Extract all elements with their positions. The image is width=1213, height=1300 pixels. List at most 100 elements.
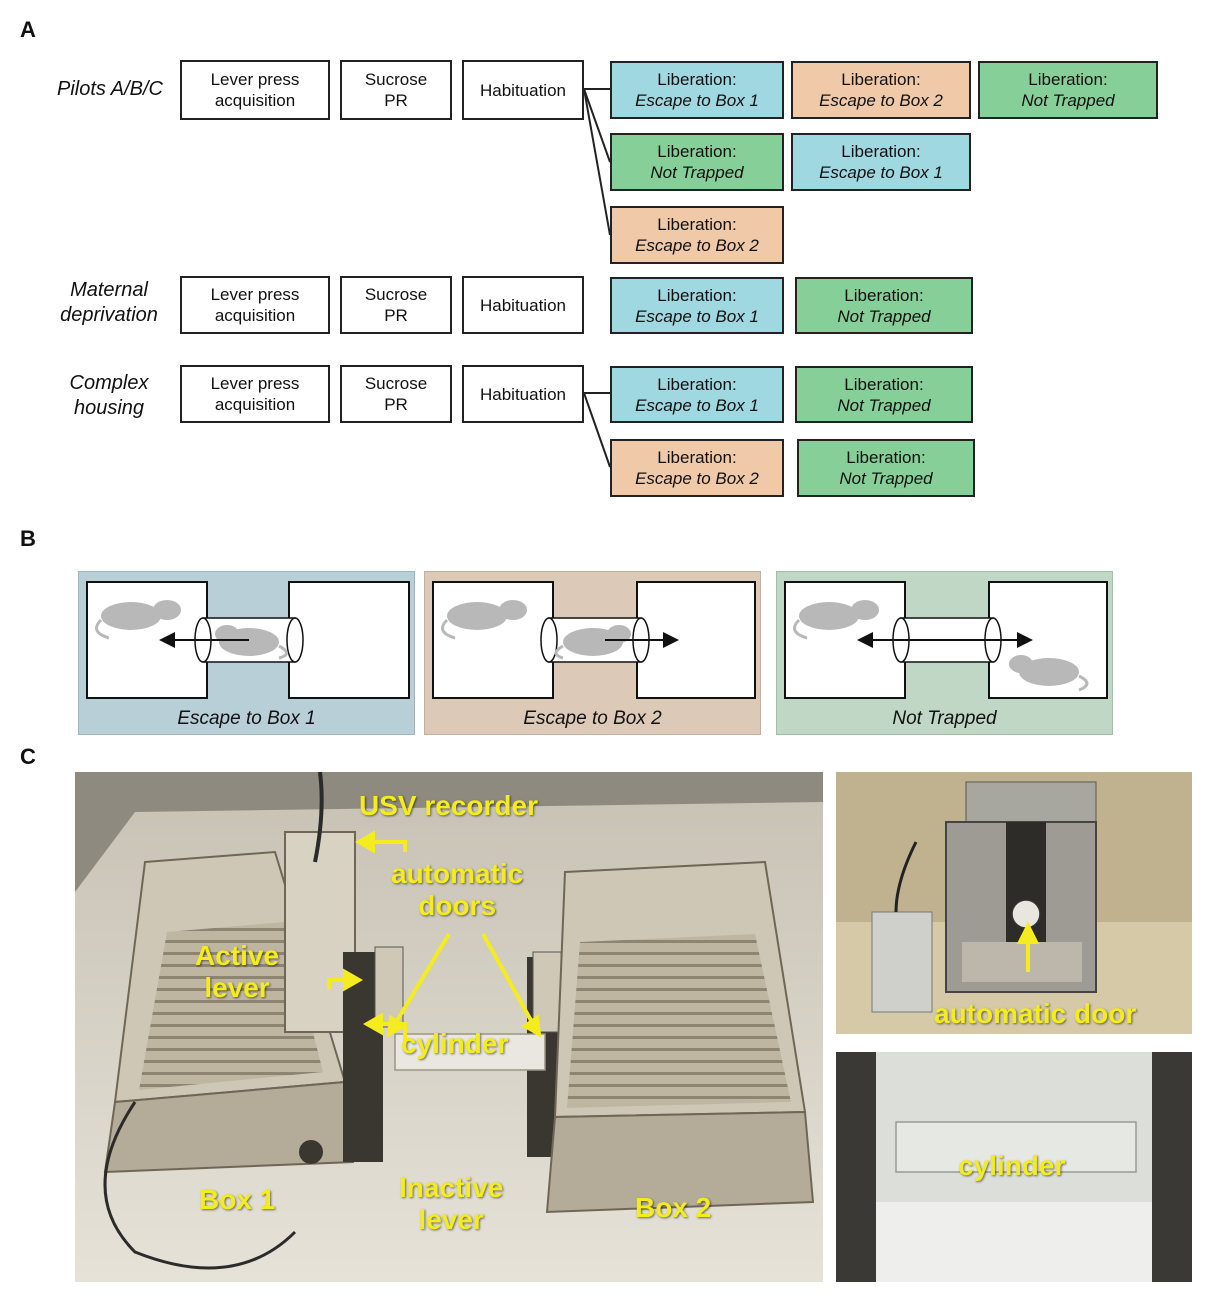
step-text: Sucrose [364,374,428,393]
liberation-title: Liberation: [657,374,737,394]
label-usv-recorder: USV recorder [359,790,538,821]
row-label-maternal: Maternal deprivation [44,278,174,328]
cylinder-photo: cylinder [836,1052,1192,1282]
liberation-condition: Not Trapped [650,163,744,182]
liberation-box1: Liberation: Escape to Box 1 [610,366,784,423]
label-line: doors [418,890,497,921]
arrow-left-icon [159,632,249,648]
row-label-line: housing [73,397,145,419]
label-line: lever [418,1204,484,1235]
liberation-box2: Liberation: Escape to Box 2 [791,61,971,119]
liberation-title: Liberation: [844,285,924,305]
step-text: Sucrose [364,70,428,89]
liberation-title: Liberation: [844,374,924,394]
panel-label-a: A [20,17,36,42]
label-line: automatic [391,858,524,889]
schematic-caption: Not Trapped [892,708,997,729]
step-text: Habituation [479,80,566,100]
liberation-condition: Escape to Box 1 [819,163,943,182]
liberation-box1: Liberation: Escape to Box 1 [791,133,971,191]
schematic-not-trapped: Not Trapped [776,571,1113,735]
apparatus-photo-drawing [75,772,823,1282]
liberation-condition: Escape to Box 1 [635,306,759,326]
liberation-condition: Escape to Box 1 [635,395,759,415]
step-sucrose: Sucrose PR [340,276,452,334]
liberation-condition: Escape to Box 1 [635,91,759,110]
step-text: PR [384,395,408,414]
label-cylinder: cylinder [401,1028,509,1059]
step-text: Lever press [210,374,300,393]
liberation-box1: Liberation: Escape to Box 1 [610,61,784,119]
label-automatic-doors: automatic doors [391,858,523,922]
liberation-condition: Not Trapped [837,306,931,326]
label-cylinder-detail: cylinder [958,1150,1066,1181]
row-label-pilots: Pilots A/B/C [40,77,180,102]
rat-icon [215,625,288,660]
cylinder-photo-drawing [836,1052,1192,1282]
schematic-caption: Escape to Box 1 [177,708,316,729]
liberation-not-trapped: Liberation: Not Trapped [978,61,1158,119]
liberation-title: Liberation: [846,448,926,467]
row-label-line: Complex [69,372,149,394]
rat-icon [554,625,631,660]
label-automatic-door: automatic door [934,998,1137,1029]
label-line: lever [204,972,270,1003]
step-text: PR [384,91,408,110]
not-trapped-drawing [784,581,1108,699]
liberation-condition: Not Trapped [837,395,931,415]
step-text: Habituation [479,295,566,315]
liberation-title: Liberation: [657,285,737,305]
rat-icon [441,600,527,640]
label-inactive-lever: Inactive lever [399,1172,503,1236]
label-line: Inactive [399,1172,504,1203]
liberation-title: Liberation: [657,215,737,234]
double-arrow-icon [857,632,1033,648]
step-text: acquisition [214,91,296,110]
row-label-line: Pilots A/B/C [57,78,163,100]
liberation-title: Liberation: [657,142,737,161]
schematic-escape-box1: Escape to Box 1 [78,571,415,735]
rat-icon [95,600,181,640]
row-label-line: Maternal [70,279,148,301]
label-box-1: Box 1 [199,1184,276,1215]
panel-label-b: B [20,526,36,551]
row-label-complex: Complex housing [44,371,174,421]
step-text: Lever press [210,70,300,89]
apparatus-photo: USV recorder automatic doors Active leve… [75,772,823,1282]
step-habituation: Habituation [462,60,584,120]
liberation-condition: Escape to Box 2 [635,469,759,488]
step-lever-press: Lever press acquisition [180,60,330,120]
liberation-condition: Escape to Box 2 [819,91,943,110]
step-text: Habituation [479,384,566,404]
step-habituation: Habituation [462,276,584,334]
liberation-condition: Not Trapped [1021,91,1115,110]
schematic-escape-box2: Escape to Box 2 [424,571,761,735]
liberation-condition: Escape to Box 2 [635,236,759,255]
schematic-caption: Escape to Box 2 [523,708,662,729]
label-active-lever: Active lever [195,940,279,1004]
step-lever-press: Lever press acquisition [180,276,330,334]
step-sucrose: Sucrose PR [340,60,452,120]
step-sucrose: Sucrose PR [340,365,452,423]
liberation-box1: Liberation: Escape to Box 1 [610,277,784,334]
step-text: acquisition [214,395,296,414]
step-text: acquisition [214,306,296,325]
liberation-title: Liberation: [657,70,737,89]
liberation-title: Liberation: [841,142,921,161]
step-text: PR [384,306,408,325]
liberation-box2: Liberation: Escape to Box 2 [610,439,784,497]
rat-icon [793,600,879,640]
door-photo-drawing [836,772,1192,1034]
liberation-condition: Not Trapped [839,469,933,488]
liberation-title: Liberation: [841,70,921,89]
liberation-title: Liberation: [657,448,737,467]
liberation-not-trapped: Liberation: Not Trapped [797,439,975,497]
escape-box1-drawing [86,581,410,699]
liberation-box2: Liberation: Escape to Box 2 [610,206,784,264]
rat-icon [1009,655,1089,692]
step-text: Sucrose [364,285,428,304]
step-lever-press: Lever press acquisition [180,365,330,423]
liberation-not-trapped: Liberation: Not Trapped [795,277,973,334]
step-text: Lever press [210,285,300,304]
liberation-title: Liberation: [1028,70,1108,89]
